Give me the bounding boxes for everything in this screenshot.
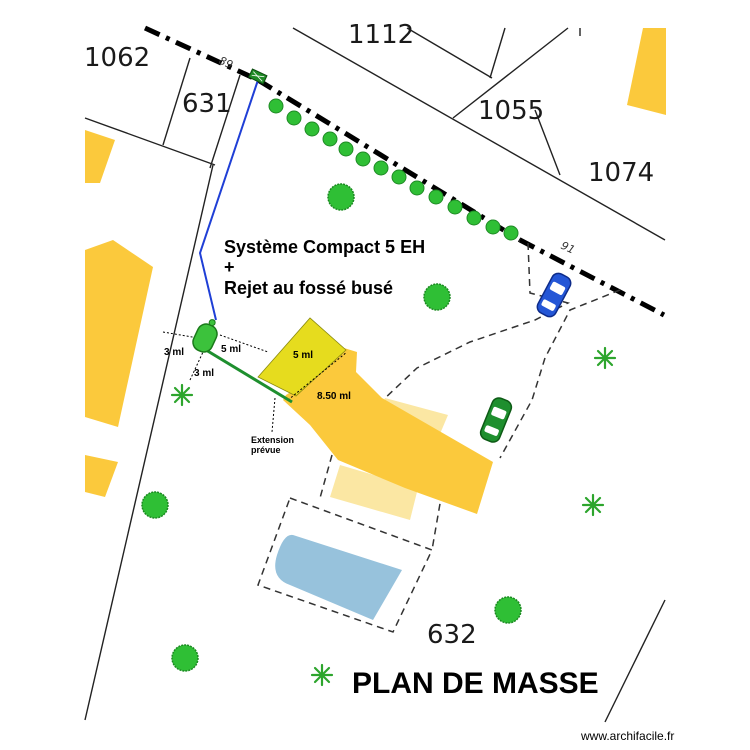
parcel-number: 631 [182, 89, 232, 119]
system-label: Rejet au fossé busé [224, 278, 393, 298]
driveway-edge [319, 454, 333, 499]
planned-extension [257, 317, 347, 397]
round-tree-icon [373, 160, 389, 176]
parcel-number: 1112 [348, 20, 414, 50]
cadastral-lines [84, 27, 666, 723]
dimension-lines [162, 331, 348, 433]
car-icon [536, 272, 572, 318]
property-boundary [143, 25, 666, 318]
dimension-label: 5 ml [221, 344, 241, 355]
round-tree-icon [141, 491, 169, 519]
parcel-number: 1074 [588, 158, 654, 188]
pool [275, 534, 402, 620]
round-tree-icon [503, 225, 519, 241]
dimension-line [219, 334, 269, 353]
round-tree-icon [428, 189, 444, 205]
shrub-icon [170, 383, 194, 407]
round-tree-icon [338, 141, 354, 157]
hedge [268, 98, 519, 241]
pool-enclosure [257, 497, 434, 633]
dimension-line [189, 351, 204, 381]
neighbour-building [85, 240, 153, 427]
cadastral-line [84, 117, 216, 166]
cadastral-line [162, 57, 191, 146]
driveway-edge [431, 491, 443, 551]
round-tree-icon [304, 121, 320, 137]
discharge-pipe [205, 348, 293, 404]
driveway-outline [319, 242, 621, 551]
neighbour-building [627, 28, 666, 115]
plan-title: PLAN DE MASSE [352, 667, 599, 700]
shrub-icon [581, 493, 605, 517]
cadastral-line [489, 27, 506, 79]
round-tree-icon [355, 151, 371, 167]
cadastral-line [604, 599, 666, 723]
manhole-icon [247, 68, 268, 85]
round-tree-icon [485, 219, 501, 235]
shrub-icon [310, 663, 334, 687]
neighbour-buildings [85, 28, 666, 497]
cadastral-line [209, 74, 241, 169]
round-tree-icon [391, 169, 407, 185]
boundary-number: 91 [559, 239, 577, 257]
cadastral-line [534, 109, 561, 176]
shrub-icon [593, 346, 617, 370]
trees [141, 183, 522, 672]
round-tree-icon [268, 98, 284, 114]
cadastral-line [84, 164, 214, 721]
car-icon [479, 397, 513, 443]
parcel-number: 1055 [478, 96, 544, 126]
driveway-edge [499, 289, 621, 459]
plan-frame [85, 25, 666, 722]
round-tree-icon [409, 180, 425, 196]
cadastral-line [292, 27, 666, 241]
dimension-label: 3 ml [194, 368, 214, 379]
dimension-label: 3 ml [164, 347, 184, 358]
main-house [283, 340, 493, 514]
round-tree-icon [322, 131, 338, 147]
round-tree-icon [494, 596, 522, 624]
dimension-line [271, 397, 276, 433]
dimension-label: 5 ml [293, 350, 313, 361]
extension-note: Extension [251, 435, 294, 445]
parcel-number: 632 [427, 620, 477, 650]
credit-text[interactable]: www.archifacile.fr [580, 729, 674, 743]
dimension-label: 8.50 ml [317, 391, 351, 402]
neighbour-building [85, 130, 115, 183]
round-tree-icon [171, 644, 199, 672]
drain-pipe [198, 79, 259, 321]
parcel-number: 1062 [84, 43, 150, 73]
cadastral-line [452, 27, 569, 119]
boundary-number: 89 [217, 54, 235, 72]
dimension-line [287, 351, 348, 401]
driveway-edge [382, 242, 571, 401]
neighbour-building [85, 455, 118, 497]
septic-tank-icon [192, 319, 218, 353]
shrubs [170, 346, 617, 687]
cadastral-line [406, 27, 493, 79]
round-tree-icon [423, 283, 451, 311]
extension-note: prévue [251, 445, 281, 455]
round-tree-icon [447, 199, 463, 215]
terrace [330, 465, 418, 520]
round-tree-icon [466, 210, 482, 226]
system-label: + [224, 257, 235, 277]
round-tree-icon [327, 183, 355, 211]
round-tree-icon [286, 110, 302, 126]
system-label: Système Compact 5 EH [224, 237, 425, 257]
dimension-line [162, 331, 199, 339]
